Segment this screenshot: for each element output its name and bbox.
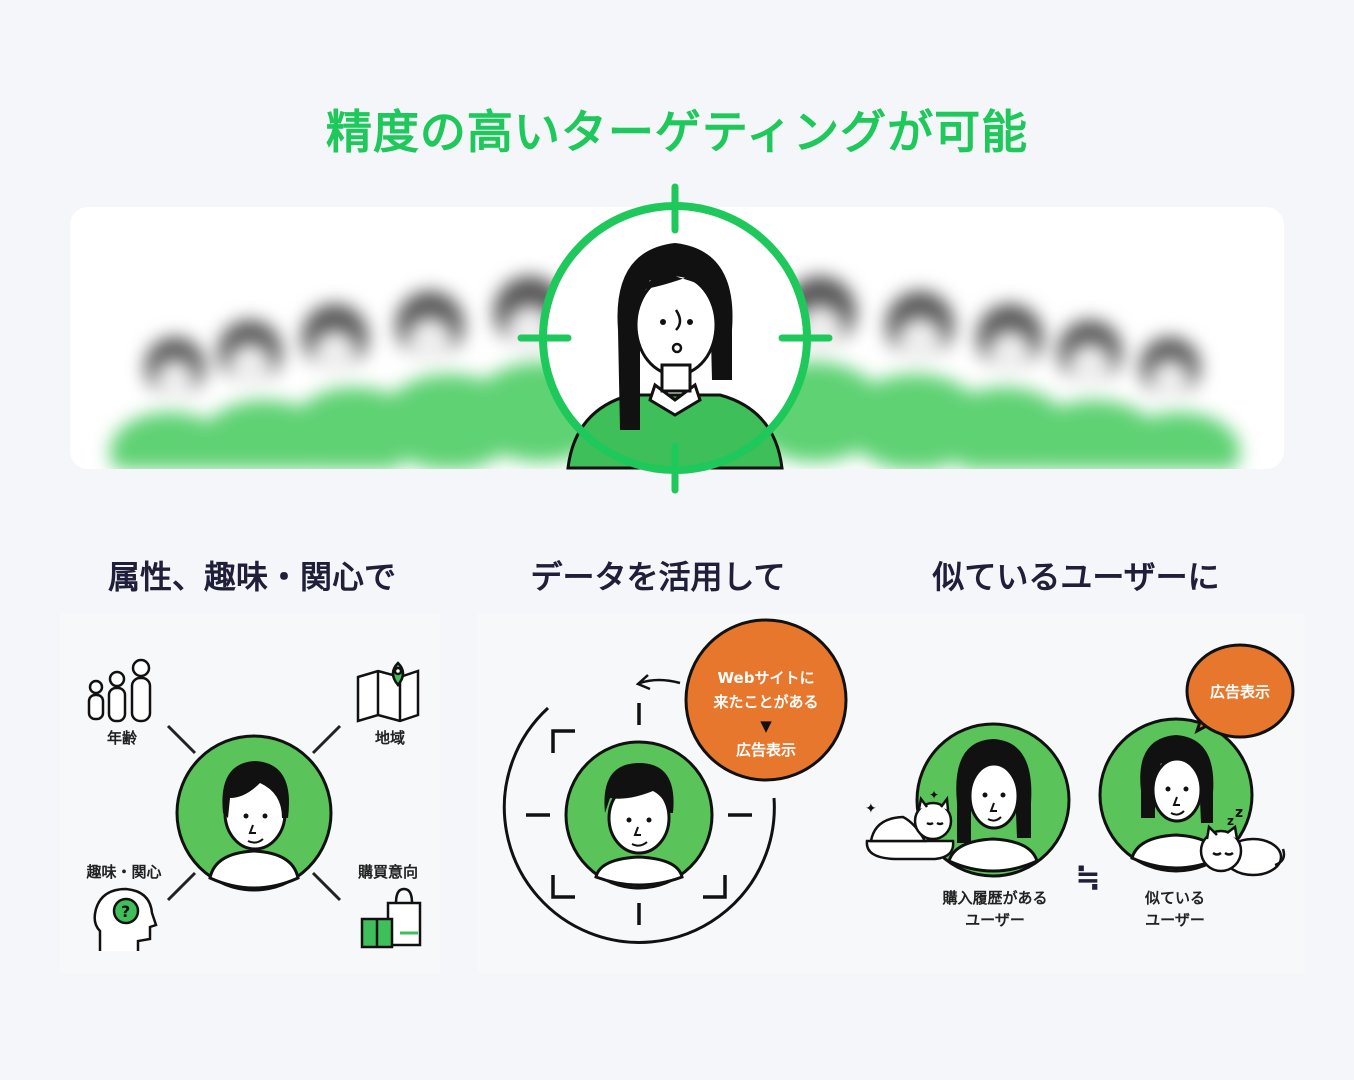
- heading-attributes: 属性、趣味・関心で: [107, 558, 396, 596]
- retargeting-diagram: Webサイトに 来たことがある ▼ 広告表示: [502, 618, 848, 944]
- ad-bubble: [684, 618, 848, 782]
- panel-data: Webサイトに 来たことがある ▼ 広告表示: [478, 613, 878, 973]
- page-title: 精度の高いターゲティングが可能: [325, 105, 1029, 159]
- similar-users-diagram: ✦ ✦ z z 広告表示 ≒: [865, 643, 1295, 895]
- panel-attributes: ? 年齢 地域 趣味・関心 購買意向: [60, 613, 440, 973]
- label-purchase: 購買意向: [357, 863, 418, 881]
- sleeping-cat-icon: z z: [1199, 805, 1286, 877]
- svg-text:z: z: [1235, 805, 1243, 821]
- people-age-icon: [87, 658, 152, 723]
- svg-text:✦: ✦: [929, 788, 939, 802]
- targeted-person: [547, 210, 803, 470]
- map-pin-icon: [356, 661, 420, 723]
- shopping-bag-icon: [360, 887, 422, 949]
- bubble-arrow: ▼: [760, 717, 772, 735]
- arrow-icon: [639, 678, 681, 685]
- attributes-diagram: ?: [87, 658, 422, 951]
- panel-similar: ✦ ✦ z z 広告表示 ≒ 購入履歴がある: [855, 613, 1305, 973]
- cat-basket-icon: ✦ ✦: [865, 788, 955, 861]
- label-age: 年齢: [106, 729, 137, 747]
- avatar: [564, 740, 714, 890]
- avatar: [175, 734, 333, 892]
- label-interest: 趣味・関心: [86, 863, 162, 881]
- head-question-icon: ?: [93, 887, 158, 951]
- bubble-label: 広告表示: [1210, 683, 1270, 701]
- bubble-line1: Webサイトに: [718, 669, 815, 687]
- approx-sign: ≒: [1075, 860, 1100, 895]
- avatar: [915, 722, 1071, 878]
- svg-text:?: ?: [121, 902, 130, 921]
- heading-similar: 似ているユーザーに: [932, 558, 1220, 596]
- heading-data: データを活用して: [530, 558, 786, 596]
- label-similar: 似ている ユーザー: [1144, 889, 1205, 929]
- label-region: 地域: [374, 729, 405, 747]
- bubble-line2: 来たことがある: [712, 693, 818, 711]
- label-purchase-history: 購入履歴がある ユーザー: [942, 889, 1048, 929]
- frame-corners: [526, 703, 752, 925]
- cycle-arc: [502, 706, 776, 944]
- svg-text:z: z: [1227, 814, 1234, 828]
- crosshair-icon: [517, 183, 833, 494]
- bubble-line3: 広告表示: [736, 741, 796, 759]
- svg-text:✦: ✦: [865, 801, 877, 817]
